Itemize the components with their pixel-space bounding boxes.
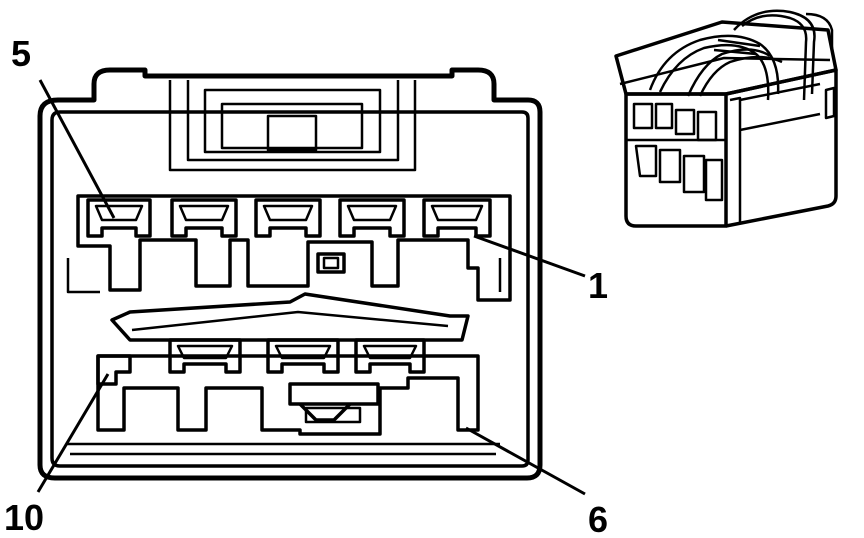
bottom-rail xyxy=(66,442,500,456)
leader-10 xyxy=(36,373,110,493)
cavity-pin-9 xyxy=(168,338,242,374)
top-row-lower-rail xyxy=(66,258,502,294)
connector-isometric-view xyxy=(614,9,838,228)
callout-5: 5 xyxy=(11,33,31,74)
bottom-row-band xyxy=(96,354,480,436)
callout-6: 6 xyxy=(588,499,608,538)
top-row-cavities xyxy=(86,198,492,238)
cavity-pin-10 xyxy=(96,354,132,386)
cavity-pin-7 xyxy=(354,338,426,374)
leader-lines xyxy=(36,79,586,496)
cavity-pin-4 xyxy=(170,198,238,238)
latch-window xyxy=(168,80,417,172)
bottom-row-ridge xyxy=(110,292,470,342)
bottom-row-ridge-inner xyxy=(131,310,449,332)
bottom-row-cavities xyxy=(96,338,426,386)
callout-10: 10 xyxy=(4,497,44,538)
cavity-pin-2 xyxy=(338,198,406,238)
connector-face-view xyxy=(37,67,543,481)
cavity-pin-5 xyxy=(86,198,152,238)
cavity-pin-8 xyxy=(266,338,340,374)
callout-1: 1 xyxy=(588,265,608,306)
connector-outer-housing xyxy=(37,67,543,481)
top-row-band xyxy=(76,194,512,302)
bottom-center-key xyxy=(288,382,380,424)
center-key-slot xyxy=(316,252,346,274)
connector-inner-border xyxy=(50,110,530,468)
leader-5 xyxy=(38,79,116,219)
leader-6 xyxy=(465,426,586,496)
cavity-pin-3 xyxy=(254,198,322,238)
cavity-pin-1 xyxy=(422,198,492,238)
leader-1 xyxy=(473,234,586,278)
